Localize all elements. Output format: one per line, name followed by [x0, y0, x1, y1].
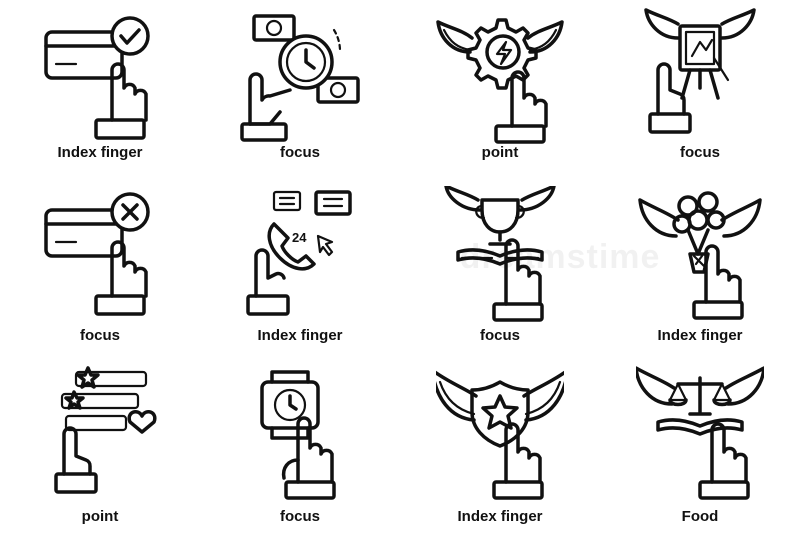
icon-cell: point: [400, 0, 600, 178]
icon-cell: focus: [0, 178, 200, 356]
icon-cell: focus: [200, 0, 400, 178]
credit-card-check-icon: [44, 16, 150, 140]
icon-label: point: [481, 144, 519, 161]
smartwatch-icon: [260, 370, 336, 500]
icon-label: focus: [279, 508, 320, 525]
winged-trophy-book-icon: [444, 186, 556, 322]
icon-label: focus: [679, 144, 720, 161]
icon-label: Index finger: [457, 508, 543, 525]
icon-label: point: [81, 508, 119, 525]
icon-cell: Index finger: [400, 356, 600, 534]
icon-label: focus: [279, 144, 320, 161]
rating-stars-heart-icon: [54, 366, 157, 494]
winged-flower-bouquet-icon: [638, 191, 762, 320]
credit-card-cross-icon: [44, 192, 150, 316]
icon-cell: 24 Index finger: [200, 178, 400, 356]
icon-cell: focus: [200, 356, 400, 534]
phone-24-chat-icon: 24: [246, 190, 352, 316]
icon-cell: focus: [600, 0, 800, 178]
winged-easel-icon: [644, 8, 756, 134]
icon-label: focus: [479, 327, 520, 344]
icon-label: Index finger: [657, 327, 743, 344]
icon-label: Index finger: [257, 327, 343, 344]
icon-label: Index finger: [57, 144, 143, 161]
icon-cell: focus: [400, 178, 600, 356]
icon-cell: Food: [600, 356, 800, 534]
winged-scales-book-icon: [636, 366, 764, 500]
winged-shield-star-icon: [436, 370, 564, 500]
phone-24-text: 24: [292, 230, 307, 245]
winged-gear-lightning-icon: [436, 18, 564, 144]
icon-cell: point: [0, 356, 200, 534]
icon-label: focus: [79, 327, 120, 344]
icon-cell: Index finger: [600, 178, 800, 356]
icon-cell: Index finger: [0, 0, 200, 178]
money-clock-icon: [240, 14, 360, 142]
icon-label: Food: [681, 508, 719, 525]
